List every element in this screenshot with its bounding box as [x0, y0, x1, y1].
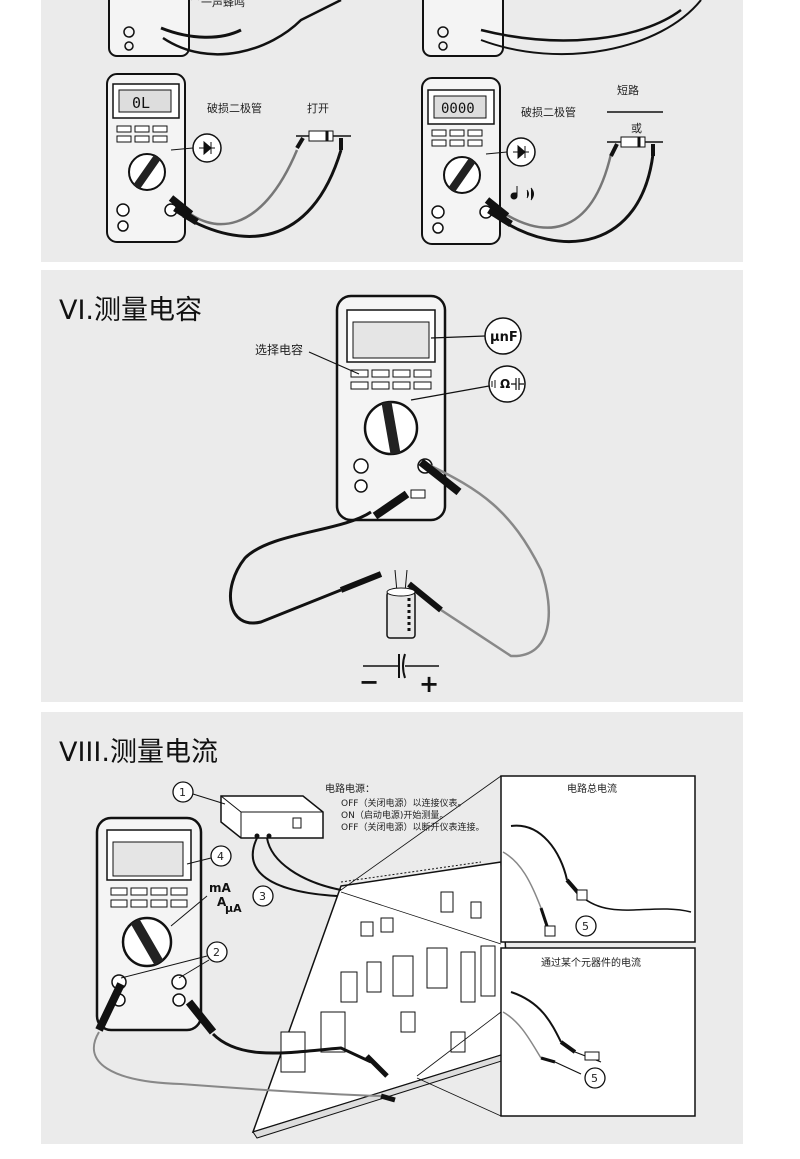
black-test-lead [229, 510, 372, 625]
callout-circle [206, 941, 228, 963]
diode-icon [199, 140, 215, 156]
bottom-left-multimeter [106, 73, 186, 243]
negative-terminal-sign: − [359, 668, 379, 696]
dial-callout-ohm: Ω [500, 377, 510, 391]
dial-callout [488, 365, 526, 403]
callout-circle [210, 845, 232, 867]
open-diode-component [296, 130, 351, 142]
callout-number: 5 [582, 920, 589, 933]
diode-test-panel: 一声蜂鸣 0L 破损二极管 [41, 0, 743, 262]
callout-number: 2 [213, 946, 220, 959]
top-left-multimeter [108, 0, 342, 57]
bottom-left-display-reading: 0L [132, 94, 150, 112]
power-supply-box [220, 795, 324, 839]
capacitance-illustration: μnF Ω 选择电容 − + [229, 294, 551, 698]
current-section-title: VIII.测量电流 [59, 737, 218, 768]
capacitor-component [386, 569, 416, 639]
current-panel: VIII.测量电流 电路电源： OFF（关闭电源）以连接仪表。 ON（启动电源)… [41, 712, 743, 1144]
diode-test-illustration: 一声蜂鸣 0L 破损二极管 [106, 0, 702, 245]
power-step-2: ON（启动电源)开始测量。 [341, 809, 448, 821]
capacitance-panel: VI.测量电容 μnF Ω 选择电容 [41, 270, 743, 702]
inset-total-current-title: 电路总电流 [567, 782, 617, 795]
power-step-1: OFF（关闭电源）以连接仪表。 [341, 797, 466, 809]
red-test-lead [92, 1031, 382, 1097]
beeper-icon [491, 380, 496, 388]
range-ma-label: mA [209, 881, 232, 895]
circuit-board [251, 861, 512, 1139]
or-label: 或 [631, 122, 642, 135]
black-probe-handle [185, 999, 217, 1035]
select-capacitance-label: 选择电容 [255, 342, 303, 357]
callout-circle [252, 885, 274, 907]
range-a-label: A [217, 895, 227, 909]
callout-circle [584, 1067, 606, 1089]
open-label: 打开 [307, 101, 329, 115]
inset-component-current [500, 947, 696, 1117]
callout-number: 3 [259, 890, 266, 903]
range-ua-label: μA [225, 902, 242, 915]
capacitance-section-title: VI.测量电容 [59, 295, 203, 326]
broken-diode-label-left: 破损二极管 [207, 101, 262, 115]
black-test-lead [182, 149, 343, 238]
beeper-icon [510, 186, 534, 201]
inset-total-current [500, 775, 696, 943]
current-illustration: 电路电源： OFF（关闭电源）以连接仪表。 ON（启动电源)开始测量。 OFF（… [92, 775, 696, 1139]
bottom-right-display-reading: 0000 [441, 101, 475, 117]
callout-number: 4 [217, 850, 224, 863]
broken-diode-label-right: 破损二极管 [521, 105, 576, 119]
power-step-3: OFF（关闭电源）以断开仪表连接。 [341, 821, 484, 833]
power-title: 电路电源： [325, 782, 375, 795]
top-right-multimeter [422, 0, 702, 57]
inset-component-current-title: 通过某个元器件的电流 [541, 956, 641, 969]
callout-circle [575, 915, 597, 937]
black-test-lead [211, 1032, 372, 1064]
callout-circle [172, 781, 194, 803]
callout-number: 1 [179, 786, 186, 799]
diode-icon [513, 144, 529, 160]
display-callout-unit: μnF [490, 330, 518, 345]
capacitor-polarity-symbol [363, 653, 439, 679]
red-test-lead [426, 462, 551, 658]
positive-terminal-sign: + [419, 670, 439, 698]
callout-number: 5 [591, 1072, 598, 1085]
bottom-right-multimeter [421, 77, 501, 245]
red-probe-handle [95, 982, 125, 1032]
capacitor-icon [511, 378, 524, 390]
red-test-lead [180, 149, 299, 226]
short-label: 短路 [617, 83, 639, 97]
beep-caption: 一声蜂鸣 [201, 0, 245, 9]
capacitance-multimeter [335, 294, 447, 522]
shorted-diode-component [607, 111, 663, 148]
